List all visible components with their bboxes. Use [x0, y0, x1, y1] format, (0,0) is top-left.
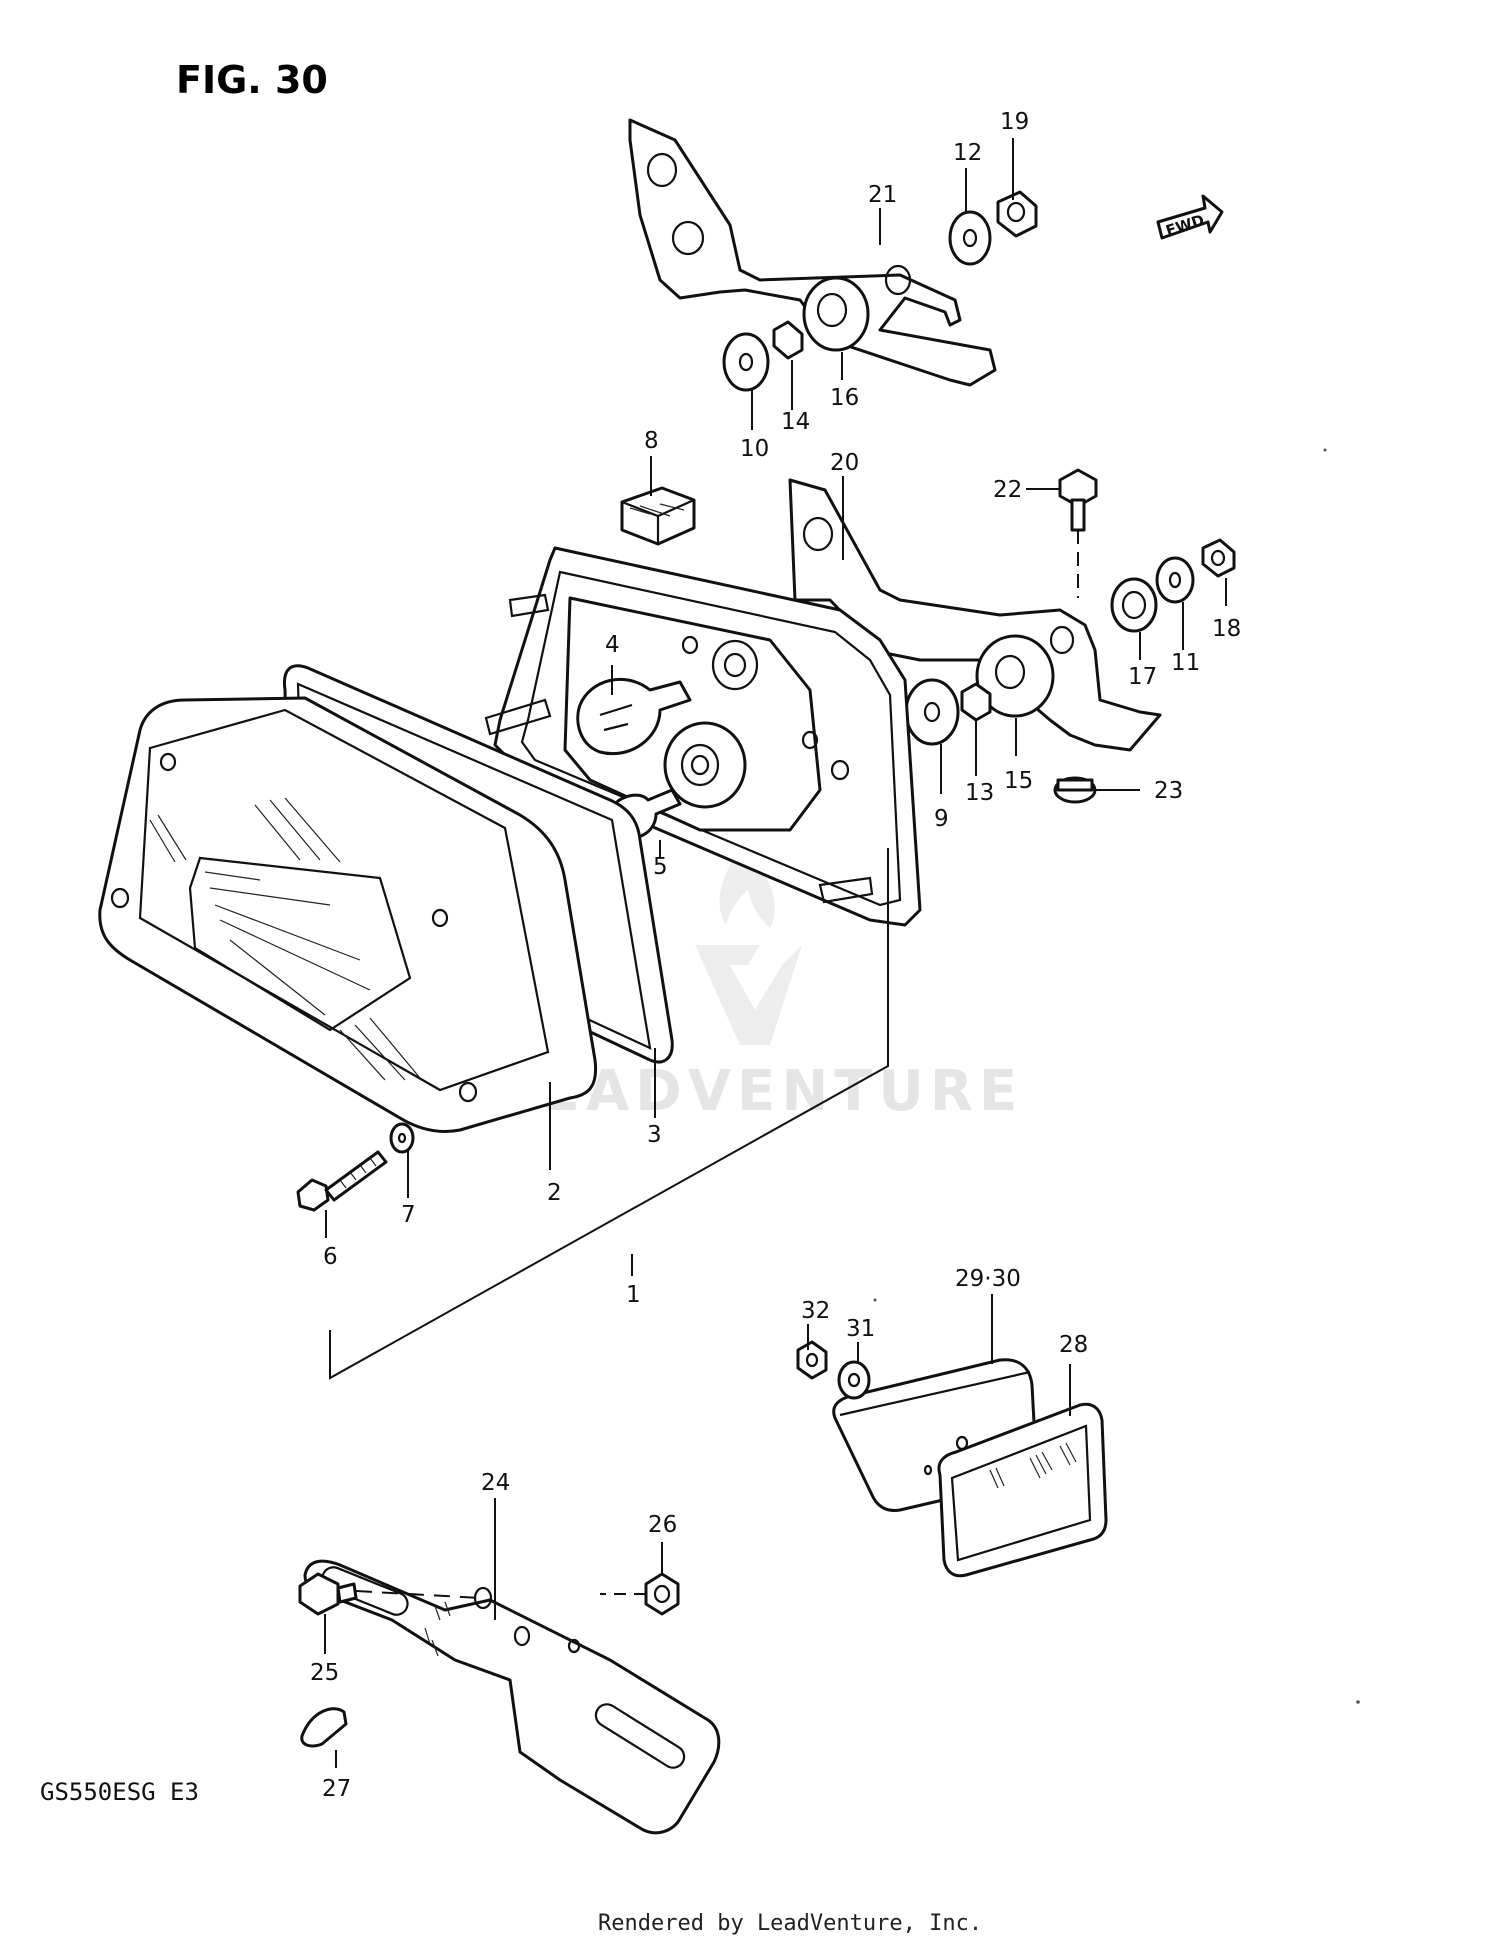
callout-11: 11	[1171, 650, 1200, 676]
bolt-25	[298, 1572, 481, 1616]
model-code: GS550ESG E3	[40, 1778, 199, 1806]
reflector-lens-28	[937, 1402, 1108, 1578]
callout-31: 31	[846, 1316, 875, 1342]
callout-6: 6	[323, 1244, 338, 1270]
screw-6	[296, 1150, 388, 1212]
lens-2	[98, 696, 598, 1133]
callout-25: 25	[310, 1660, 339, 1686]
callout-10: 10	[740, 436, 769, 462]
collar-14	[772, 320, 804, 360]
callout-19: 19	[1000, 109, 1029, 135]
callout-16: 16	[830, 385, 859, 411]
callout-5: 5	[653, 854, 668, 880]
callout-9: 9	[934, 806, 949, 832]
callout-29-30: 29·30	[955, 1266, 1021, 1292]
callout-13: 13	[965, 780, 994, 806]
callout-24: 24	[481, 1470, 510, 1496]
callout-12: 12	[953, 140, 982, 166]
nut-18	[1201, 538, 1236, 578]
rivet-27	[300, 1707, 348, 1748]
callout-14: 14	[781, 409, 810, 435]
callout-27: 27	[322, 1776, 351, 1802]
callout-18: 18	[1212, 616, 1241, 642]
bolt-22	[1058, 468, 1098, 598]
leader-lines	[324, 138, 1227, 1768]
nut-32	[796, 1340, 828, 1380]
callout-2: 2	[547, 1180, 562, 1206]
callout-28: 28	[1059, 1332, 1088, 1358]
callout-21: 21	[868, 182, 897, 208]
fwd-label: FWD	[1164, 211, 1207, 240]
figure-title: FIG. 30	[176, 58, 328, 102]
callout-3: 3	[647, 1122, 662, 1148]
lamp-housing	[484, 546, 922, 927]
watermark-flame-icon	[719, 845, 775, 928]
nut-26	[600, 1572, 680, 1616]
collar-13	[960, 682, 992, 722]
watermark-v-icon	[695, 945, 802, 1045]
callout-1: 1	[626, 1282, 641, 1308]
assembly-bracket-1	[329, 848, 889, 1380]
nut-23	[1053, 776, 1097, 804]
washer-7	[389, 1122, 415, 1154]
fwd-arrow-icon: FWD	[1156, 194, 1224, 240]
lower-mount-bracket	[788, 478, 1162, 752]
callout-8: 8	[644, 428, 659, 454]
speck	[1323, 448, 1327, 452]
callout-15: 15	[1004, 768, 1033, 794]
callout-17: 17	[1128, 664, 1157, 690]
callout-labels: 19 12 21 16 14 10 8 20 22 18 11 17 15 13…	[310, 109, 1241, 1802]
callout-20: 20	[830, 450, 859, 476]
washer-9	[904, 678, 960, 746]
speck	[1356, 1700, 1360, 1704]
callout-22: 22	[993, 477, 1022, 503]
upper-mount-bracket	[628, 118, 997, 387]
socket-8	[620, 486, 696, 546]
washer-10	[722, 332, 770, 392]
footer-credit: Rendered by LeadVenture, Inc.	[598, 1911, 982, 1936]
nut-19	[996, 190, 1038, 238]
washer-31	[837, 1360, 871, 1400]
callout-32: 32	[801, 1298, 830, 1324]
callout-7: 7	[401, 1202, 416, 1228]
speck	[873, 1298, 877, 1302]
grommet-16	[802, 276, 870, 352]
bulb-4	[576, 665, 692, 756]
callout-23: 23	[1154, 778, 1183, 804]
washer-11	[1155, 556, 1195, 604]
washer-12	[948, 210, 992, 266]
callout-26: 26	[648, 1512, 677, 1538]
spacer-17	[1110, 577, 1158, 633]
callout-4: 4	[605, 632, 620, 658]
grommet-15	[975, 634, 1055, 718]
